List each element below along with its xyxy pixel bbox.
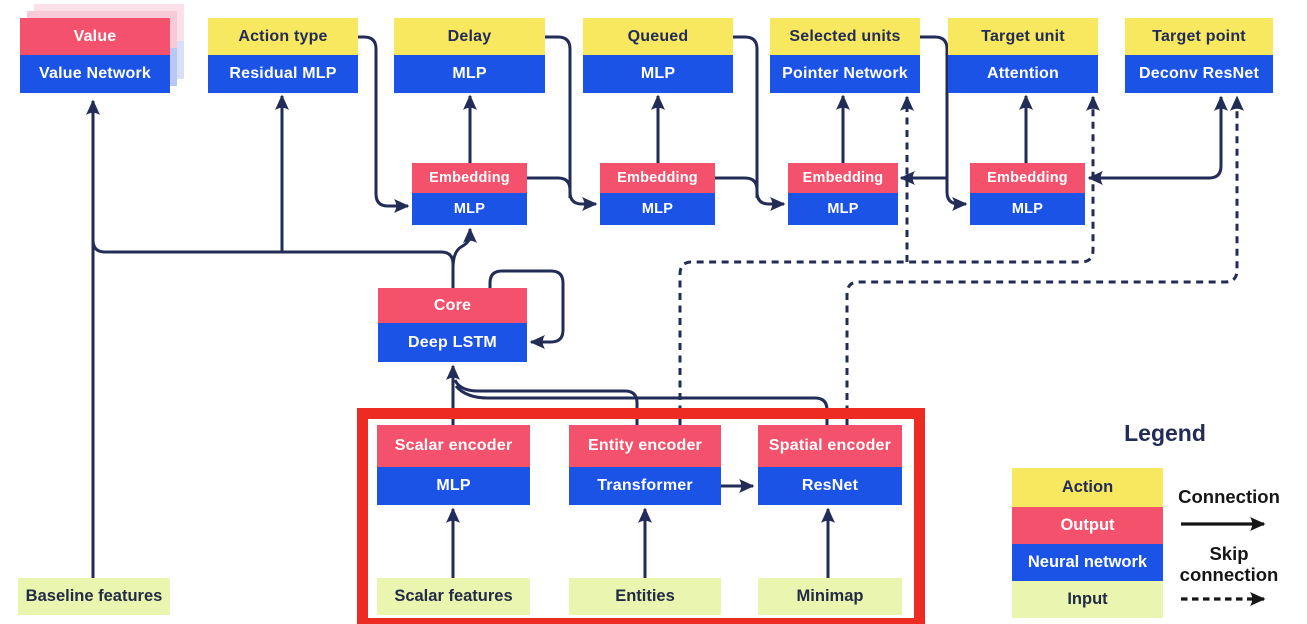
- wire-embedding-2-out: [715, 176, 759, 198]
- node-embedding-3-title: Embedding: [788, 163, 898, 193]
- node-target-point: Target point Deconv ResNet: [1125, 18, 1273, 93]
- node-selected-units-subtitle: Pointer Network: [770, 55, 920, 93]
- wire-skip-spatial-to-target-point: [845, 95, 1244, 425]
- node-action-type-title: Action type: [208, 18, 358, 55]
- node-embedding-4-title: Embedding: [970, 163, 1085, 193]
- node-action-type-subtitle: Residual MLP: [208, 55, 358, 93]
- node-target-unit: Target unit Attention: [948, 18, 1098, 93]
- node-value-subtitle: Value Network: [20, 55, 170, 93]
- node-queued-title: Queued: [583, 18, 733, 55]
- node-spatial-encoder: Spatial encoder ResNet: [758, 425, 902, 505]
- node-target-point-title: Target point: [1125, 18, 1273, 55]
- node-delay: Delay MLP: [394, 18, 545, 93]
- node-scalar-encoder-subtitle: MLP: [377, 467, 530, 505]
- wire-skip-entity-to-target-unit: [678, 95, 1100, 425]
- node-entity-encoder: Entity encoder Transformer: [569, 425, 721, 505]
- wire-embedding-4-to-target-point: [1150, 95, 1228, 180]
- legend-item-output: Output: [1012, 507, 1163, 544]
- wire-embedding-1-out: [527, 176, 572, 198]
- node-embedding-2: Embedding MLP: [600, 163, 715, 225]
- node-target-unit-title: Target unit: [948, 18, 1098, 55]
- node-target-point-subtitle: Deconv ResNet: [1125, 55, 1273, 93]
- node-queued-subtitle: MLP: [583, 55, 733, 93]
- node-value: Value Value Network: [20, 18, 170, 93]
- node-delay-subtitle: MLP: [394, 55, 545, 93]
- node-entity-encoder-title: Entity encoder: [569, 425, 721, 467]
- legend-swatch-stack: Action Output Neural network Input: [1012, 468, 1163, 618]
- node-scalar-encoder-title: Scalar encoder: [377, 425, 530, 467]
- wire-core-output-left: [91, 228, 455, 288]
- node-core-subtitle: Deep LSTM: [378, 323, 527, 362]
- legend-item-input: Input: [1012, 581, 1163, 618]
- node-embedding-4: Embedding MLP: [970, 163, 1085, 225]
- node-embedding-3: Embedding MLP: [788, 163, 898, 225]
- legend-title: Legend: [1124, 420, 1206, 446]
- node-spatial-encoder-subtitle: ResNet: [758, 467, 902, 505]
- wire-core-to-embedding-1: [451, 227, 477, 269]
- wire-core-self-loop: [488, 269, 565, 349]
- input-scalar-features: Scalar features: [377, 578, 530, 615]
- input-baseline-features: Baseline features: [18, 578, 170, 615]
- input-minimap: Minimap: [758, 578, 902, 615]
- node-embedding-1: Embedding MLP: [412, 163, 527, 225]
- node-embedding-3-subtitle: MLP: [788, 193, 898, 225]
- node-delay-title: Delay: [394, 18, 545, 55]
- node-selected-units-title: Selected units: [770, 18, 920, 55]
- node-queued: Queued MLP: [583, 18, 733, 93]
- node-embedding-2-subtitle: MLP: [600, 193, 715, 225]
- legend-skip-connection-label: Skip connection: [1179, 543, 1279, 586]
- encoder-highlight-rectangle: [357, 408, 925, 624]
- node-action-type: Action type Residual MLP: [208, 18, 358, 93]
- node-target-unit-subtitle: Attention: [948, 55, 1098, 93]
- legend-item-neural-network: Neural network: [1012, 544, 1163, 581]
- node-embedding-1-title: Embedding: [412, 163, 527, 193]
- wire-action-type-to-embedding-1: [358, 35, 410, 213]
- wire-selected-units-to-embedding-4: [920, 35, 968, 211]
- node-spatial-encoder-title: Spatial encoder: [758, 425, 902, 467]
- node-selected-units: Selected units Pointer Network: [770, 18, 920, 93]
- node-embedding-2-title: Embedding: [600, 163, 715, 193]
- wire-queued-to-embedding-3: [733, 35, 786, 211]
- node-entity-encoder-subtitle: Transformer: [569, 467, 721, 505]
- wire-spatial-encoder-to-core: [454, 384, 829, 425]
- legend-item-action: Action: [1012, 468, 1163, 507]
- legend-connection-label: Connection: [1178, 486, 1280, 507]
- node-core-title: Core: [378, 288, 527, 323]
- input-entities: Entities: [569, 578, 721, 615]
- wire-delay-to-embedding-2: [545, 35, 598, 211]
- node-core: Core Deep LSTM: [378, 288, 527, 362]
- node-value-title: Value: [20, 18, 170, 55]
- node-embedding-4-subtitle: MLP: [970, 193, 1085, 225]
- node-embedding-1-subtitle: MLP: [412, 193, 527, 225]
- node-scalar-encoder: Scalar encoder MLP: [377, 425, 530, 505]
